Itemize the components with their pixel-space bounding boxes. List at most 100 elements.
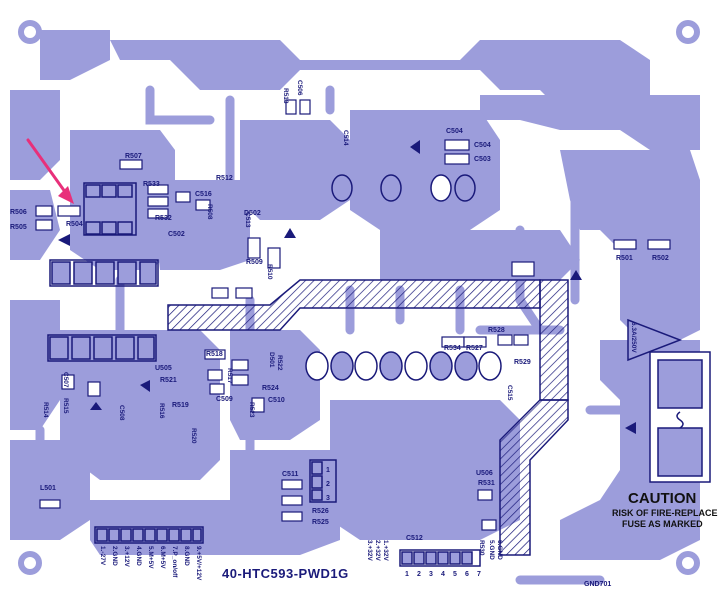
capacitor-oval — [454, 174, 476, 202]
connector-pin-name: 1.+32V — [382, 540, 389, 561]
label-r506: R506 — [10, 209, 27, 216]
label-r523: R523 — [248, 402, 255, 418]
label-r517: R517 — [226, 368, 233, 384]
label-d502: D502 — [244, 210, 261, 217]
connector-pin-number: 1 — [405, 571, 409, 578]
fuse-symbol — [627, 318, 683, 362]
label-r512: R512 — [216, 175, 233, 182]
heatsink-leg — [499, 399, 569, 556]
diode-icon — [410, 140, 420, 154]
label-c503: C503 — [474, 156, 491, 163]
diode-icon — [90, 402, 102, 410]
connector-pin-number: 5 — [453, 571, 457, 578]
label-r508: R508 — [206, 204, 213, 220]
connector-pin-label: 5.M+5V — [147, 546, 154, 569]
connector-pin-number: 2 — [417, 571, 421, 578]
arrow-shaft — [26, 138, 70, 198]
capacitor-oval — [379, 351, 403, 381]
caution-heading: CAUTION — [628, 490, 696, 507]
connector-pin-number: 7 — [477, 571, 481, 578]
mounting-hole — [18, 20, 42, 44]
connector-pin-number: 4 — [441, 571, 445, 578]
label-r516: R516 — [158, 403, 165, 419]
label-r514: R514 — [42, 402, 49, 418]
connector-pin-number: 3 — [429, 571, 433, 578]
mounting-hole — [676, 551, 700, 575]
electrolytic-caps — [305, 174, 502, 381]
label-r515: R515 — [62, 398, 69, 414]
label-u505: U505 — [155, 365, 172, 372]
label-r530: R530 — [478, 540, 485, 556]
connector-pin-label: 8.GND — [183, 546, 190, 566]
heatsink-post — [539, 279, 569, 401]
label-u506: U506 — [476, 470, 493, 477]
connector-pin-label: 3.+12V — [123, 546, 130, 567]
label-r505: R505 — [10, 224, 27, 231]
connector-pin-name: 6.GND — [496, 540, 503, 560]
label-r513: R513 — [282, 88, 289, 104]
connector-pin-label: 7.P_on/off — [171, 546, 178, 578]
capacitor-oval — [430, 174, 452, 202]
label-c502: C502 — [168, 231, 185, 238]
capacitor-oval — [478, 351, 502, 381]
connector-pin-name: 2.+32V — [374, 540, 381, 561]
label-r529: R529 — [514, 359, 531, 366]
pink-arrow-annotation — [26, 138, 74, 204]
label-r519: R519 — [172, 402, 189, 409]
diode-icon — [140, 380, 150, 392]
label-r510: R510 — [266, 264, 273, 280]
label-r509: R509 — [246, 259, 263, 266]
capacitor-oval — [305, 351, 329, 381]
label-c504b: C504 — [474, 142, 491, 149]
label-r501: R501 — [616, 255, 633, 262]
label-r532: R532 — [155, 215, 172, 222]
connector-blocks — [47, 182, 481, 567]
label-r522: R522 — [276, 355, 283, 371]
label-c511: C511 — [282, 471, 298, 478]
fuse-block — [627, 318, 711, 483]
diode-symbols — [58, 140, 636, 434]
smd-pads — [35, 99, 671, 531]
board-part-number: 40-HTC593-PWD1G — [222, 566, 349, 581]
capacitor-oval — [454, 351, 478, 381]
label-c510: C510 — [268, 397, 285, 404]
connector-pin-label: 2.GND — [111, 546, 118, 566]
label-r534: R534 — [444, 345, 461, 352]
fuse-rating-label: 6.3A/250V — [630, 322, 637, 353]
mini-connector-pin: 2 — [326, 481, 330, 488]
capacitor-oval — [404, 351, 428, 381]
label-r525: R525 — [312, 519, 329, 526]
label-r521: R521 — [160, 377, 177, 384]
caution-line-2: FUSE AS MARKED — [622, 519, 703, 529]
label-r526: R526 — [312, 508, 329, 515]
arrow-head — [58, 186, 74, 204]
capacitor-oval — [429, 351, 453, 381]
heatsink — [167, 279, 569, 556]
label-c515: C515 — [506, 385, 513, 401]
connector-pin-label: 1.-27V — [99, 546, 106, 566]
diode-icon — [284, 228, 296, 238]
label-r531: R531 — [478, 480, 495, 487]
label-r528: R528 — [488, 327, 505, 334]
mounting-holes — [18, 20, 700, 575]
connector-pin-number: 6 — [465, 571, 469, 578]
label-l501: L501 — [40, 485, 56, 492]
label-r527: R527 — [466, 345, 483, 352]
label-r518: R518 — [206, 351, 223, 358]
label-r507: R507 — [125, 153, 142, 160]
caution-line-1: RISK OF FIRE-REPLACE — [612, 508, 718, 518]
gnd-label: GND701 — [584, 581, 611, 588]
capacitor-oval — [330, 351, 354, 381]
diode-icon — [625, 422, 636, 434]
label-c516: C516 — [195, 191, 212, 198]
connector-pin-label: 9.+5V/+12V — [195, 546, 202, 581]
capacitor-oval — [331, 174, 353, 202]
mini-connector-pin: 3 — [326, 495, 330, 502]
capacitor-oval — [354, 351, 378, 381]
connector-pin-name: 3.+32V — [366, 540, 373, 561]
label-c504: C504 — [446, 128, 463, 135]
label-c514: C514 — [342, 130, 349, 146]
